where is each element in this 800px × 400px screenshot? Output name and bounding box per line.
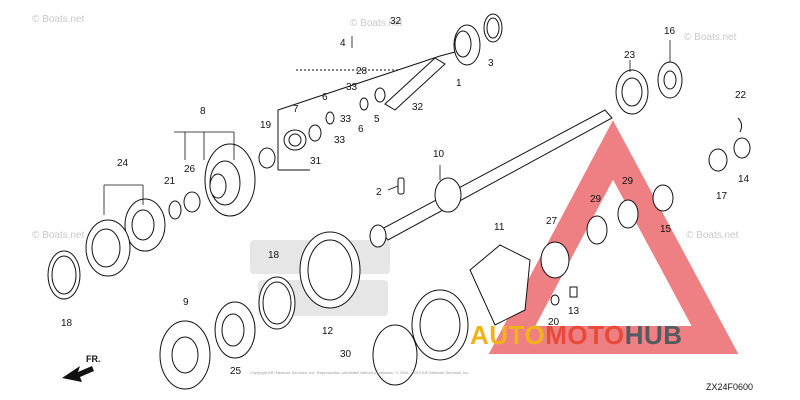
part-3-ring [483, 13, 503, 43]
callout-label: 1 [456, 78, 462, 89]
diagram-code: ZX24F0600 [706, 382, 754, 392]
callout-label: 9 [183, 297, 189, 308]
logo-part-hub: HUB [624, 320, 683, 350]
callout-label: 33 [346, 82, 358, 93]
callout-label: 17 [716, 191, 728, 202]
callout-label: 33 [340, 114, 352, 125]
part-22-pin [737, 117, 743, 133]
watermark-text: © Boats.net [686, 230, 739, 241]
part-1-clutch [453, 24, 481, 66]
part-25-bearing [214, 301, 256, 359]
part-11-housing [469, 244, 531, 326]
callout-label: 26 [184, 164, 196, 175]
callout-label: 16 [664, 26, 676, 37]
callout-label: 13 [568, 306, 580, 317]
part-2-pin [397, 177, 405, 195]
callout-label: 22 [735, 90, 747, 101]
callout-label: 10 [433, 149, 445, 160]
watermark-text: © Boats.net [684, 32, 737, 43]
callout-label: 29 [590, 194, 602, 205]
logo-part-auto: AUTO [470, 320, 546, 350]
watermark-text: © Boats.net [32, 230, 85, 241]
part-8-gear [204, 143, 256, 217]
callouts: 32 4 1 3 16 28 6 33 5 7 33 23 19 31 33 6… [61, 16, 750, 377]
part-12-case [299, 231, 361, 309]
copyright-note: Copyright ARI Network Services, Inc. Rep… [250, 370, 470, 375]
callout-label: 2 [376, 187, 382, 198]
part-31-washer [308, 124, 322, 142]
callout-label: 6 [358, 124, 364, 135]
part-7-slider [283, 129, 307, 151]
callout-label: 11 [494, 222, 505, 233]
front-direction-label: FR. [86, 354, 101, 364]
callout-label: 31 [310, 156, 322, 167]
callout-label: 23 [624, 50, 636, 61]
callout-label: 33 [334, 135, 346, 146]
part-26-collar [183, 191, 201, 213]
logo-part-moto: MOTO [545, 320, 625, 350]
callout-label: 28 [356, 66, 368, 77]
part-27-bearing [540, 241, 570, 279]
part-19-ring [258, 147, 276, 169]
watermark-text: © Boats.net [350, 18, 403, 29]
callout-label: 18 [61, 318, 73, 329]
part-21-washer [168, 200, 182, 220]
part-6-spring [325, 87, 386, 125]
part-18-ring [47, 250, 81, 300]
part-9-gear [159, 320, 211, 390]
callout-label: 32 [390, 16, 402, 27]
callout-label: 18 [268, 250, 280, 261]
part-17-nut [708, 148, 728, 172]
callout-label: 32 [412, 102, 424, 113]
callout-label: 3 [488, 58, 494, 69]
callout-label: 30 [340, 349, 352, 360]
callout-label: 21 [164, 176, 176, 187]
lower-housing [411, 289, 469, 361]
callout-label: 19 [260, 120, 272, 131]
part-18-ring [258, 276, 296, 330]
front-direction-arrow: FR. [62, 354, 101, 382]
part-30-oring [372, 324, 418, 386]
callout-label: 4 [340, 38, 346, 49]
part-29-seal [586, 199, 639, 245]
callout-label: 27 [546, 216, 558, 227]
part-23-bearing [615, 69, 649, 115]
callout-label: 29 [622, 176, 634, 187]
callout-label: 20 [548, 317, 560, 328]
part-20-washer [550, 294, 560, 306]
leader-lines [103, 36, 671, 215]
part-13-bolt [569, 286, 578, 298]
logo-triangle [488, 120, 739, 354]
callout-label: 8 [200, 106, 206, 117]
part-14-nut [733, 137, 751, 159]
part-16-shim [657, 61, 683, 99]
automotohub-logo: AUTOMOTOHUB [470, 320, 683, 351]
callout-label: 6 [322, 92, 328, 103]
callout-label: 24 [117, 158, 129, 169]
part-24-bearing [85, 198, 166, 277]
callout-label: 14 [738, 174, 750, 185]
callout-label: 7 [293, 104, 299, 115]
callout-label: 5 [374, 114, 380, 125]
part-15-seal [652, 184, 674, 212]
watermark-text: © Boats.net [32, 14, 85, 25]
callout-label: 25 [230, 366, 242, 377]
part-10-shaft [369, 109, 613, 248]
callout-label: 12 [322, 326, 334, 337]
callout-label: 15 [660, 224, 672, 235]
part-4-shaft [384, 57, 446, 111]
